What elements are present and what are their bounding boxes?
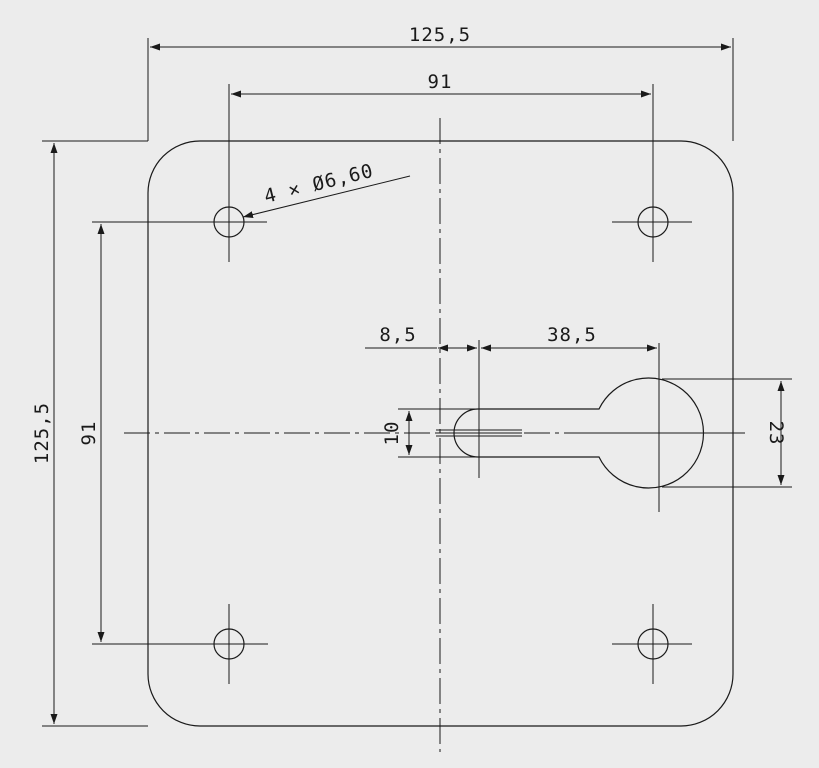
hole-spacing-horizontal-label: 91 (428, 71, 453, 93)
slot-offset-label: 8,5 (379, 324, 416, 346)
keyhole-diameter-label: 23 (765, 421, 787, 446)
mounting-hole-top-right (612, 182, 692, 262)
hole-callout-label: 4 × Ø6,60 (262, 160, 376, 208)
slot-length-label: 38,5 (547, 324, 597, 346)
hole-spacing-vertical-label: 91 (78, 421, 100, 446)
hole-callout: 4 × Ø6,60 (242, 160, 411, 219)
keyhole-slot (453, 377, 705, 489)
dimension-slot-width: 10 (381, 408, 478, 458)
mounting-hole-bottom-right (612, 604, 692, 684)
mounting-hole-bottom-left (203, 604, 268, 684)
mounting-hole-top-left (203, 180, 255, 262)
dimension-keyhole-diameter: 23 (662, 378, 792, 488)
dimension-overall-width: 125,5 (147, 24, 734, 141)
overall-height-label: 125,5 (31, 402, 53, 464)
slot-end-center-mark (436, 384, 522, 478)
dimension-hole-spacing-horizontal: 91 (228, 71, 654, 200)
keyhole-center-mark (583, 343, 740, 512)
overall-width-label: 125,5 (409, 24, 471, 46)
dimension-slot-offset: 8,5 (365, 324, 480, 384)
slot-width-label: 10 (381, 421, 403, 446)
dimension-slot-length: 38,5 (481, 324, 657, 352)
dimension-overall-height: 125,5 (31, 140, 148, 727)
